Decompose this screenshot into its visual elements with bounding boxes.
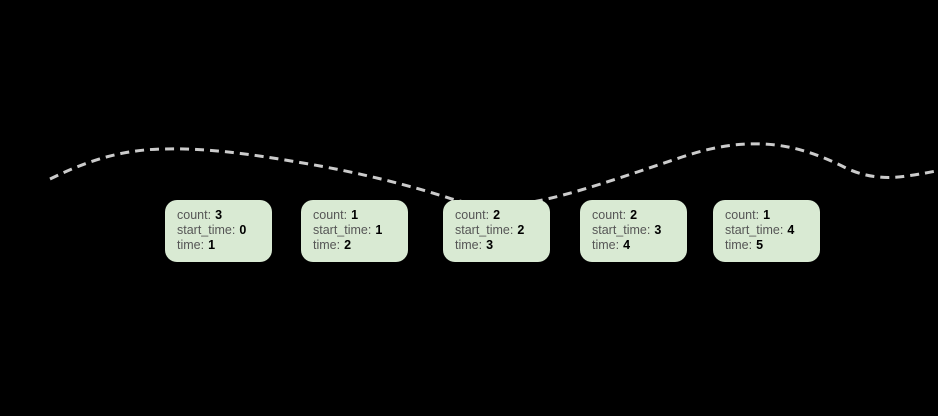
field-label: count:	[592, 208, 627, 222]
field-label: time:	[455, 238, 483, 252]
field-label: time:	[313, 238, 341, 252]
field-value: 2	[493, 208, 501, 222]
field-label: count:	[725, 208, 760, 222]
field-row: count:1	[725, 208, 808, 223]
field-label: time:	[725, 238, 753, 252]
field-value: 0	[239, 223, 247, 237]
field-row: start_time:4	[725, 223, 808, 238]
window-box-4: count:2 start_time:3 time:4	[580, 200, 687, 262]
field-value: 3	[486, 238, 494, 252]
field-row: count:1	[313, 208, 396, 223]
field-value: 1	[208, 238, 216, 252]
field-label: start_time:	[313, 223, 372, 237]
field-row: start_time:0	[177, 223, 260, 238]
field-value: 3	[654, 223, 662, 237]
field-row: count:2	[592, 208, 675, 223]
field-row: count:3	[177, 208, 260, 223]
field-label: start_time:	[177, 223, 236, 237]
field-label: start_time:	[725, 223, 784, 237]
dashed-curve-path	[49, 142, 937, 207]
field-value: 2	[344, 238, 352, 252]
field-row: count:2	[455, 208, 538, 223]
field-row: time:3	[455, 238, 538, 253]
field-row: time:4	[592, 238, 675, 253]
field-label: count:	[177, 208, 212, 222]
field-row: start_time:3	[592, 223, 675, 238]
window-box-5: count:1 start_time:4 time:5	[713, 200, 820, 262]
field-value: 1	[763, 208, 771, 222]
field-value: 1	[375, 223, 383, 237]
field-row: time:2	[313, 238, 396, 253]
window-box-2: count:1 start_time:1 time:2	[301, 200, 408, 262]
field-label: start_time:	[455, 223, 514, 237]
field-value: 4	[787, 223, 795, 237]
field-label: count:	[313, 208, 348, 222]
field-value: 5	[756, 238, 764, 252]
field-value: 2	[517, 223, 525, 237]
field-row: start_time:2	[455, 223, 538, 238]
field-row: time:5	[725, 238, 808, 253]
field-row: start_time:1	[313, 223, 396, 238]
field-value: 2	[630, 208, 638, 222]
field-label: time:	[177, 238, 205, 252]
field-label: start_time:	[592, 223, 651, 237]
field-row: time:1	[177, 238, 260, 253]
field-value: 3	[215, 208, 223, 222]
window-box-3: count:2 start_time:2 time:3	[443, 200, 550, 262]
window-box-1: count:3 start_time:0 time:1	[165, 200, 272, 262]
field-label: time:	[592, 238, 620, 252]
field-value: 1	[351, 208, 359, 222]
field-value: 4	[623, 238, 631, 252]
field-label: count:	[455, 208, 490, 222]
